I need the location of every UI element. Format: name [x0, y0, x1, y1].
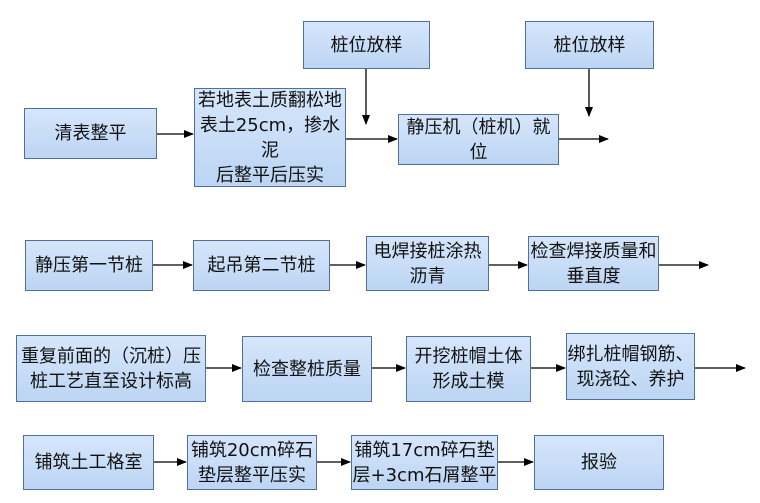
node-diyijie: 静压第一节桩: [25, 240, 153, 291]
node-chongfu: 重复前面的（沉桩）压 桩工艺直至设计标高: [16, 335, 206, 402]
node-fangyang-2: 桩位放样: [525, 21, 654, 69]
node-qingbiao: 清表整平: [24, 108, 157, 159]
node-suishi-20: 铺筑20cm碎石 垫层整平压实: [187, 435, 317, 490]
node-baoyan: 报验: [534, 435, 664, 490]
node-jiancha-hanjie: 检查焊接质量和 垂直度: [528, 236, 659, 291]
node-kaiwa: 开挖桩帽土体 形成土模: [406, 336, 531, 402]
node-fansong: 若地表土质翻松地 表土25cm，掺水泥 后整平后压实: [194, 88, 346, 187]
node-gongge: 铺筑土工格室: [23, 435, 154, 490]
node-dierjie: 起吊第二节桩: [193, 240, 330, 291]
node-bangza: 绑扎桩帽钢筋、 现浇砼、养护: [566, 333, 695, 400]
node-jiancha-zhengzhuang: 检查整桩质量: [242, 336, 372, 402]
node-fangyang-1: 桩位放样: [303, 21, 430, 69]
node-suishi-17: 铺筑17cm碎石垫 层+3cm石屑整平: [351, 435, 498, 490]
node-jiuwei: 静压机（桩机）就位: [398, 114, 559, 165]
node-hanjie: 电焊接桩涂热 沥青: [366, 236, 489, 291]
